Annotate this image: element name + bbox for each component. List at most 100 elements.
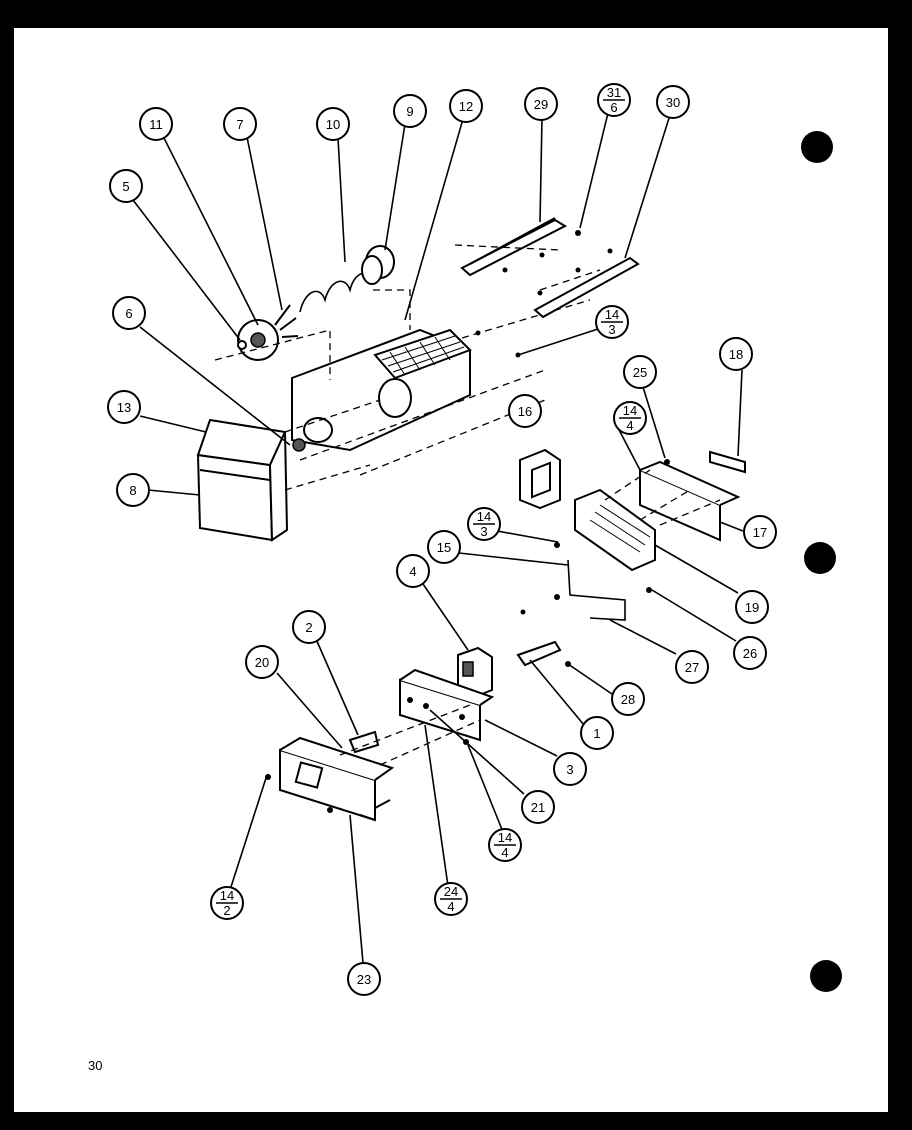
callout-circle bbox=[109, 169, 143, 203]
callout-23: 23 bbox=[347, 962, 381, 996]
fraction-bottom: 3 bbox=[480, 524, 487, 539]
callout-circle bbox=[733, 636, 767, 670]
callout-circle bbox=[396, 554, 430, 588]
callout-4: 4 bbox=[396, 554, 430, 588]
callout-29: 29 bbox=[524, 87, 558, 121]
callout-2: 2 bbox=[292, 610, 326, 644]
callout-17: 17 bbox=[743, 515, 777, 549]
binder-hole-top bbox=[801, 131, 833, 163]
switch-assembly-drawing bbox=[265, 646, 495, 822]
leader-lines bbox=[132, 112, 744, 964]
binder-hole-bottom bbox=[810, 960, 842, 992]
callout-circle bbox=[139, 107, 173, 141]
callout-label: 1 bbox=[593, 726, 600, 741]
fraction-callout-14-4: 144 bbox=[613, 401, 647, 435]
callout-27: 27 bbox=[675, 650, 709, 684]
callout-circle bbox=[611, 682, 645, 716]
fraction-callout-14-4: 144 bbox=[488, 828, 522, 862]
fraction-callout-14-2: 142 bbox=[210, 886, 244, 920]
fraction-bottom: 6 bbox=[610, 100, 617, 115]
callout-label: 17 bbox=[753, 525, 767, 540]
callout-label: 7 bbox=[236, 117, 243, 132]
ice-maker-housing-drawing bbox=[196, 245, 591, 542]
callout-19: 19 bbox=[735, 590, 769, 624]
rail-30 bbox=[533, 256, 640, 319]
callout-circle bbox=[245, 645, 279, 679]
callout-label: 30 bbox=[666, 95, 680, 110]
fraction-bottom: 3 bbox=[608, 322, 615, 337]
callout-label: 27 bbox=[685, 660, 699, 675]
fraction-callout-24-4: 244 bbox=[434, 882, 468, 916]
fraction-top: 14 bbox=[623, 403, 637, 418]
callout-label: 19 bbox=[745, 600, 759, 615]
fraction-bottom: 4 bbox=[447, 899, 454, 914]
callout-label: 5 bbox=[122, 179, 129, 194]
callout-20: 20 bbox=[245, 645, 279, 679]
callout-circle bbox=[316, 107, 350, 141]
fraction-top: 14 bbox=[605, 307, 619, 322]
callout-circle bbox=[347, 962, 381, 996]
callout-label: 6 bbox=[125, 306, 132, 321]
fraction-callout-14-3: 143 bbox=[595, 305, 629, 339]
callout-circle bbox=[521, 790, 555, 824]
callout-28: 28 bbox=[611, 682, 645, 716]
callout-label: 29 bbox=[534, 97, 548, 112]
callout-label: 11 bbox=[149, 117, 163, 132]
callout-circle bbox=[449, 89, 483, 123]
callout-label: 4 bbox=[409, 564, 416, 579]
callout-label: 2 bbox=[305, 620, 312, 635]
fraction-top: 31 bbox=[607, 85, 621, 100]
callout-label: 16 bbox=[518, 404, 532, 419]
fraction-callout-14-3: 143 bbox=[467, 507, 501, 541]
callout-label: 15 bbox=[437, 540, 451, 555]
callout-16: 16 bbox=[508, 394, 542, 428]
callout-3: 3 bbox=[553, 752, 587, 786]
callout-21: 21 bbox=[521, 790, 555, 824]
spring bbox=[299, 272, 373, 313]
diagram-sheet bbox=[14, 28, 888, 1112]
fraction-top: 14 bbox=[477, 509, 491, 524]
page-number: 30 bbox=[88, 1058, 102, 1073]
callout-circle bbox=[116, 473, 150, 507]
binder-hole-middle bbox=[804, 542, 836, 574]
callout-circle bbox=[427, 530, 461, 564]
mounting-plate-3 bbox=[399, 678, 481, 742]
control-assembly-drawing bbox=[516, 448, 746, 667]
callout-circle bbox=[580, 716, 614, 750]
callout-13: 13 bbox=[107, 390, 141, 424]
callout-12: 12 bbox=[449, 89, 483, 123]
callout-label: 21 bbox=[531, 800, 545, 815]
callout-label: 28 bbox=[621, 692, 635, 707]
fraction-bottom: 4 bbox=[501, 845, 508, 860]
fraction-callout-31-6: 316 bbox=[597, 83, 631, 117]
callout-label: 26 bbox=[743, 646, 757, 661]
callout-circle bbox=[508, 394, 542, 428]
callout-label: 18 bbox=[729, 347, 743, 362]
clip-18 bbox=[709, 450, 746, 474]
callout-1: 1 bbox=[580, 716, 614, 750]
callout-label: 10 bbox=[326, 117, 340, 132]
callout-label: 13 bbox=[117, 400, 131, 415]
callout-circle bbox=[107, 390, 141, 424]
callout-label: 12 bbox=[459, 99, 473, 114]
fraction-bottom: 2 bbox=[223, 903, 230, 918]
callout-circle bbox=[524, 87, 558, 121]
callout-25: 25 bbox=[623, 355, 657, 389]
callout-label: 23 bbox=[357, 972, 371, 987]
callout-7: 7 bbox=[223, 107, 257, 141]
callout-26: 26 bbox=[733, 636, 767, 670]
callout-circle bbox=[393, 94, 427, 128]
callout-9: 9 bbox=[393, 94, 427, 128]
callout-5: 5 bbox=[109, 169, 143, 203]
wire-27 bbox=[567, 559, 626, 621]
rail-29 bbox=[460, 218, 568, 277]
callout-circle bbox=[743, 515, 777, 549]
tray-19 bbox=[574, 488, 656, 572]
callout-30: 30 bbox=[656, 85, 690, 119]
callout-8: 8 bbox=[116, 473, 150, 507]
fraction-bottom: 4 bbox=[626, 418, 633, 433]
callout-label: 25 bbox=[633, 365, 647, 380]
